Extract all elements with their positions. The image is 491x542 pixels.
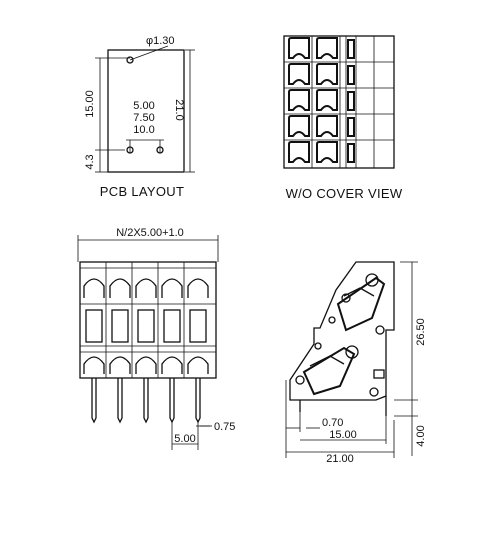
dim-1500-label: 15.00 bbox=[329, 429, 357, 441]
side-view: 26.50 4.00 0.70 15.00 21.00 bbox=[285, 261, 427, 465]
pitch-option-1: 5.00 bbox=[133, 100, 154, 112]
dim-width-label: N/2X5.00+1.0 bbox=[116, 227, 184, 239]
dim-43-label: 4.3 bbox=[84, 154, 96, 169]
pcb-outline bbox=[107, 49, 185, 173]
pcb-layout-view: 21.0 15.00 4.3 φ1.30 5.00 7.50 10.0 PCB … bbox=[84, 35, 195, 199]
front-poles bbox=[83, 278, 209, 374]
pcb-layout-caption: PCB LAYOUT bbox=[100, 184, 184, 199]
cover-view-caption: W/O COVER VIEW bbox=[286, 186, 403, 201]
dim-15-label: 15.00 bbox=[84, 90, 96, 118]
dim-2650-label: 26.50 bbox=[415, 318, 427, 346]
cover-outline bbox=[283, 35, 395, 169]
dim-21-label: 21.0 bbox=[173, 99, 185, 120]
dim-400-label: 4.00 bbox=[415, 425, 427, 446]
pitch-option-3: 10.0 bbox=[133, 124, 154, 136]
dim-pin-label: 0.75 bbox=[214, 421, 235, 433]
side-body-outline bbox=[289, 261, 395, 401]
front-view: N/2X5.00+1.0 bbox=[77, 227, 235, 450]
pitch-option-2: 7.50 bbox=[133, 112, 154, 124]
dim-2100-label: 21.00 bbox=[326, 453, 354, 465]
dim-diameter-label: φ1.30 bbox=[146, 35, 175, 47]
pcb-hole-top bbox=[126, 56, 134, 64]
dim-070-label: 0.70 bbox=[322, 417, 343, 429]
dim-pitch-label: 5.00 bbox=[174, 433, 195, 445]
pcb-hole-bottom-right bbox=[156, 146, 164, 154]
pcb-hole-bottom-left bbox=[126, 146, 134, 154]
front-pins bbox=[91, 378, 201, 424]
cover-view: W/O COVER VIEW bbox=[283, 35, 403, 201]
